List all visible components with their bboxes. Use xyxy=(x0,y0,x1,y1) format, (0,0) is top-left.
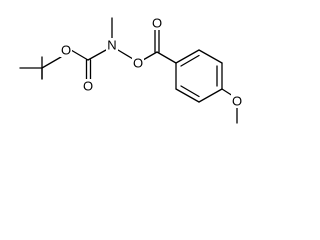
atom-o-n-link: O xyxy=(132,56,144,71)
bond-ring-1 xyxy=(175,49,200,64)
bond-ring-5 xyxy=(175,88,200,103)
atom-o-carbonyl-benzoyl-label: O xyxy=(152,16,162,31)
atom-o-carbonyl-carbamate-label: O xyxy=(83,79,93,94)
atom-label-layer: O O N O O O xyxy=(60,16,243,109)
atom-n-amine: N xyxy=(106,38,118,53)
atom-o-carbonyl-carbamate: O xyxy=(82,79,94,94)
chemical-structure-diagram: O O N O O O xyxy=(19,16,243,124)
atom-o-methoxy: O xyxy=(231,94,243,109)
bond-n-to-o xyxy=(117,49,134,60)
bond-ring-inner-3 xyxy=(180,85,200,98)
bond-o-to-benzoyl-c xyxy=(142,51,158,61)
atom-o-ester-tbu: O xyxy=(60,43,72,58)
atom-o-carbonyl-benzoyl: O xyxy=(151,16,163,31)
bond-ring-4 xyxy=(198,88,223,103)
bond-ring-2 xyxy=(198,49,223,64)
bond-benzoyl-c-to-ring xyxy=(156,51,177,64)
atom-o-methoxy-label: O xyxy=(232,94,242,109)
bond-carbamate-c-to-n xyxy=(87,49,107,61)
atom-n-amine-label: N xyxy=(107,38,116,53)
bond-layer xyxy=(19,17,238,124)
bond-o-to-carbamate-c xyxy=(70,49,89,61)
atom-o-n-link-label: O xyxy=(133,56,143,71)
bond-ring-inner-1 xyxy=(180,54,200,67)
atom-o-ester-tbu-label: O xyxy=(61,43,71,58)
bond-tbu-to-o xyxy=(41,56,62,69)
